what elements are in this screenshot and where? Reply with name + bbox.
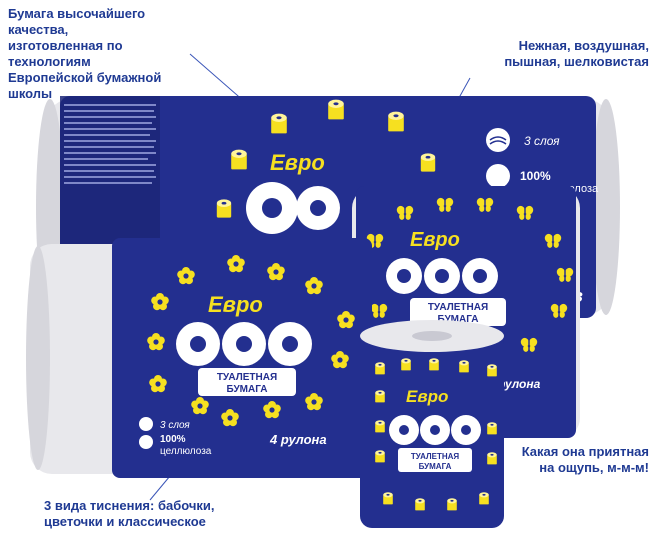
callout-line: Бумага высочайшего качества, <box>8 6 146 37</box>
callout-line: 3 вида тиснения: бабочки, <box>44 498 215 513</box>
features-badge: 3 слоя 100% люлоза <box>486 128 599 195</box>
roll-icon <box>375 450 385 463</box>
roll-icon <box>487 452 497 465</box>
cellulose-icon <box>486 164 510 188</box>
layers-label: 3 слоя <box>524 134 560 148</box>
features-badge: 3 слоя 100% целлюлоза <box>139 417 212 457</box>
roll-icon <box>388 111 404 132</box>
opa-logo <box>246 182 340 234</box>
roll-icon <box>429 358 439 371</box>
product-line1: ТУАЛЕТНАЯ <box>217 372 277 383</box>
product-line2: БУМАГА <box>419 462 452 471</box>
callout-line: пышная, шелковистая <box>504 54 649 69</box>
opa-logo <box>176 322 312 366</box>
roll-icon <box>479 492 489 505</box>
roll-icon <box>231 149 247 170</box>
roll-icon <box>401 358 411 371</box>
callout-line: на ощупь, м-м-м! <box>539 460 649 475</box>
roll-icon <box>459 360 469 373</box>
roll-icon <box>420 153 436 172</box>
callout-line: Нежная, воздушная, <box>518 38 649 53</box>
roll-icon <box>375 390 385 403</box>
roll-icon <box>383 492 393 505</box>
product-line1: ТУАЛЕТНАЯ <box>428 302 488 313</box>
callout-embossing: 3 вида тиснения: бабочки, цветочки и кла… <box>44 498 244 530</box>
product-line2: БУМАГА <box>227 384 268 395</box>
cellulose-percent: 100% <box>160 434 186 445</box>
layers-icon <box>139 417 153 431</box>
layers-icon <box>486 128 510 152</box>
brand-prefix: Евро <box>208 292 263 317</box>
roll-icon <box>375 362 385 375</box>
roll-icon <box>487 422 497 435</box>
brand-prefix: Евро <box>410 229 460 251</box>
roll-icon <box>447 498 457 511</box>
opa-logo <box>389 415 481 445</box>
callout-line: Европейской бумажной школы <box>8 70 162 101</box>
layers-label: 3 слоя <box>160 420 190 431</box>
roll-icon <box>271 113 287 134</box>
product-line2: БУМАГА <box>438 314 479 325</box>
brand-prefix: Евро <box>406 387 448 406</box>
cellulose-percent: 100% <box>520 169 551 183</box>
single-roll-pack: Евро ТУАЛЕТНАЯ БУМАГА <box>360 320 504 528</box>
rolls-count-partial: рулона <box>497 377 541 391</box>
product-line1: ТУАЛЕТНАЯ <box>411 452 460 461</box>
rolls-count: 4 рулона <box>269 432 327 447</box>
callout-line: изготовленная по технологиям <box>8 38 123 69</box>
roll-icon <box>487 364 497 377</box>
callout-softness: Нежная, воздушная, пышная, шелковистая <box>449 38 649 70</box>
roll-icon <box>415 498 425 511</box>
callout-line: Какая она приятная <box>521 444 649 459</box>
callout-line: цветочки и классическое <box>44 514 206 529</box>
opa-logo <box>386 258 498 294</box>
cellulose-icon <box>139 435 153 449</box>
brand-prefix: Евро <box>270 150 325 175</box>
cellulose-label: целлюлоза <box>160 446 212 457</box>
roll-icon <box>216 199 232 218</box>
roll-icon <box>375 420 385 433</box>
callout-paper-quality: Бумага высочайшего качества, изготовленн… <box>8 6 208 102</box>
callout-touch: Какая она приятная на ощупь, м-м-м! <box>479 444 649 476</box>
roll-icon <box>328 99 344 120</box>
flower-four-pack: Евро ТУАЛЕТНАЯ БУМАГА 3 слоя 100% целлюл… <box>26 238 372 478</box>
